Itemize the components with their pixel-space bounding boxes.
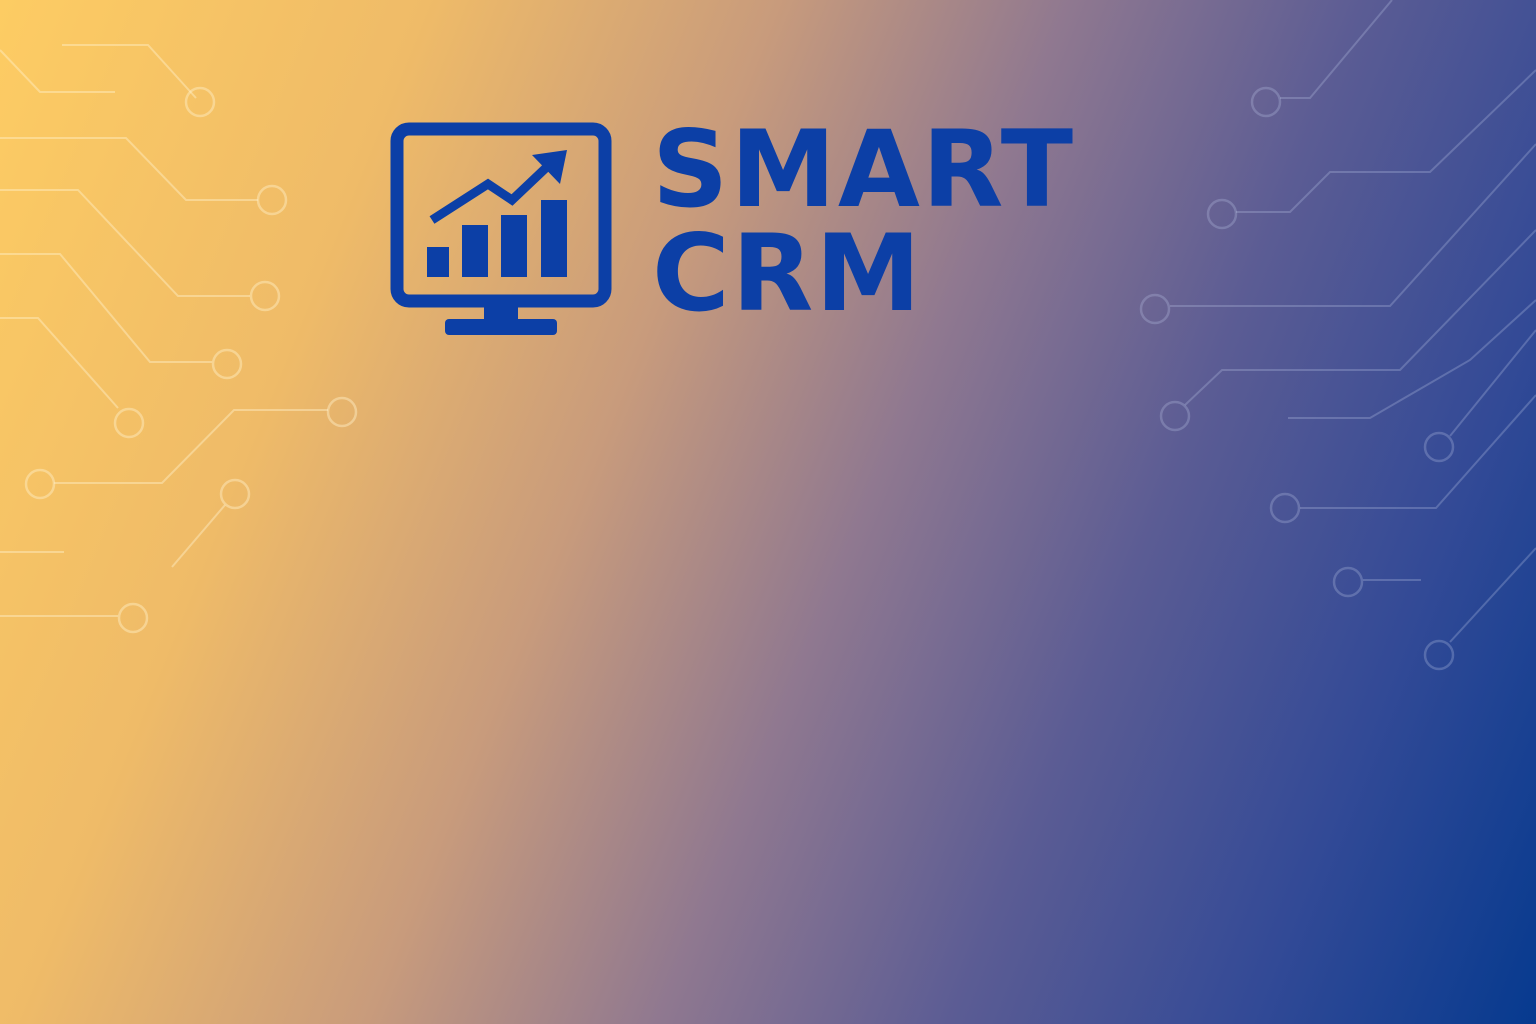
brand-logotype: SMART CRM (652, 108, 1076, 335)
brand-line-2: CRM (652, 212, 923, 335)
monitor-rising-chart-icon (390, 122, 612, 335)
brand-line-1: SMART (652, 108, 1076, 231)
